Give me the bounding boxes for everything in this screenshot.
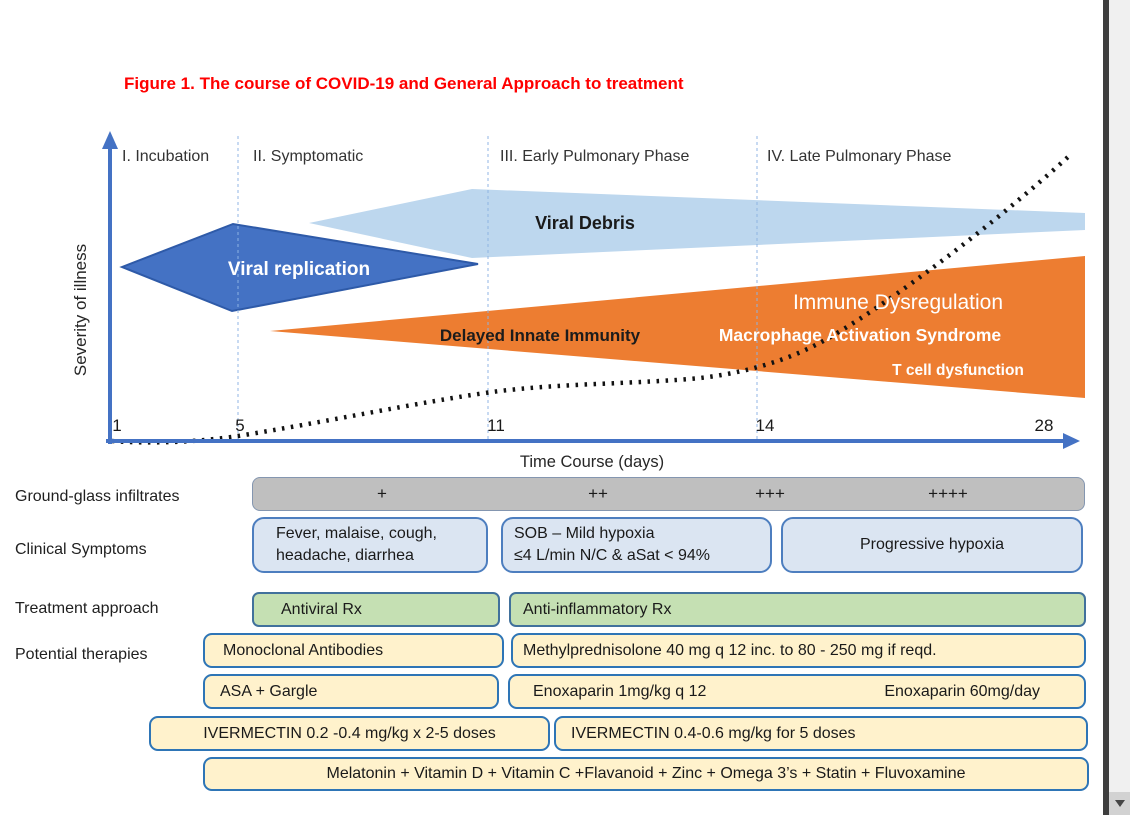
phase-label-symptomatic: II. Symptomatic <box>253 148 363 165</box>
clinical-box-early-pulmonary-line1: SOB – Mild hypoxia <box>514 524 655 542</box>
grade-plus-1: + <box>377 484 387 503</box>
treatment-box-antiviral: Antiviral Rx <box>252 592 500 627</box>
scrollbar-track[interactable] <box>1109 0 1130 815</box>
clinical-box-early-pulmonary: SOB – Mild hypoxia ≤4 L/min N/C & aSat <… <box>501 517 772 573</box>
phase-label-early-pulmonary: III. Early Pulmonary Phase <box>500 148 690 165</box>
ground-glass-grade-bar: + ++ +++ ++++ <box>252 477 1085 511</box>
supplements-text: Melatonin + Vitamin D + Vitamin C +Flava… <box>326 765 966 782</box>
therapy-box-supplements: Melatonin + Vitamin D + Vitamin C +Flava… <box>203 757 1089 791</box>
clinical-box-symptomatic: Fever, malaise, cough, headache, diarrhe… <box>252 517 488 573</box>
clinical-box-late-pulmonary: Progressive hypoxia <box>781 517 1083 573</box>
therapy-box-asa-gargle: ASA + Gargle <box>203 674 499 709</box>
x-axis-label: Time Course (days) <box>520 453 664 471</box>
viral-debris-label: Viral Debris <box>535 213 635 233</box>
grade-plus-3: +++ <box>755 484 785 503</box>
therapy-box-methylprednisolone: Methylprednisolone 40 mg q 12 inc. to 80… <box>511 633 1086 668</box>
therapy-box-monoclonal: Monoclonal Antibodies <box>203 633 504 668</box>
clinical-box-symptomatic-line1: Fever, malaise, cough, <box>276 524 437 542</box>
tick-day-5: 5 <box>235 416 244 435</box>
monoclonal-antibodies-text: Monoclonal Antibodies <box>223 641 384 659</box>
x-axis-arrow <box>1063 433 1080 449</box>
severity-curve <box>111 155 1070 445</box>
row-label-ground-glass: Ground-glass infiltrates <box>15 488 180 505</box>
phase-label-late-pulmonary: IV. Late Pulmonary Phase <box>767 148 952 165</box>
ivermectin-early-text: IVERMECTIN 0.2 -0.4 mg/kg x 2-5 doses <box>203 724 496 742</box>
scroll-down-icon <box>1114 800 1125 807</box>
grade-plus-4: ++++ <box>928 484 968 503</box>
scrollbar-down-button[interactable] <box>1109 792 1130 815</box>
row-label-potential-therapies: Potential therapies <box>15 646 148 663</box>
anti-inflammatory-rx-text: Anti-inflammatory Rx <box>523 600 672 618</box>
viral-debris-shape <box>309 189 1085 258</box>
clinical-box-symptomatic-line2: headache, diarrhea <box>276 547 414 564</box>
viral-replication-label: Viral replication <box>228 259 370 280</box>
clinical-box-early-pulmonary-line2: ≤4 L/min N/C & aSat < 94% <box>514 547 710 564</box>
row-label-treatment-approach: Treatment approach <box>15 600 159 617</box>
phase-label-incubation: I. Incubation <box>122 148 209 165</box>
severity-timeline-chart: Severity of illness Time Course (days) 1… <box>71 131 1085 471</box>
y-axis-arrow <box>102 131 118 149</box>
t-cell-dysfunction-label: T cell dysfunction <box>892 362 1024 379</box>
figure-title: Figure 1. The course of COVID-19 and Gen… <box>124 74 684 93</box>
antiviral-rx-text: Antiviral Rx <box>281 600 362 618</box>
macrophage-activation-label: Macrophage Activation Syndrome <box>719 325 1002 345</box>
therapy-box-enoxaparin: Enoxaparin 1mg/kg q 12 Enoxaparin 60mg/d… <box>508 674 1086 709</box>
enoxaparin-early-text: Enoxaparin 1mg/kg q 12 <box>533 682 707 700</box>
delayed-innate-immunity-label: Delayed Innate Immunity <box>440 326 641 345</box>
ivermectin-late-text: IVERMECTIN 0.4-0.6 mg/kg for 5 doses <box>571 724 856 742</box>
tick-day-28: 28 <box>1035 416 1054 435</box>
immune-dysregulation-label: Immune Dysregulation <box>793 291 1003 314</box>
row-label-clinical-symptoms: Clinical Symptoms <box>15 541 147 558</box>
tick-day-11: 11 <box>487 416 505 435</box>
therapy-box-ivermectin-early: IVERMECTIN 0.2 -0.4 mg/kg x 2-5 doses <box>149 716 550 751</box>
page-edge-line <box>1103 0 1109 815</box>
grade-plus-2: ++ <box>588 484 608 503</box>
immune-dysregulation-shape <box>270 256 1085 398</box>
tick-day-14: 14 <box>756 416 775 435</box>
clinical-box-late-pulmonary-text: Progressive hypoxia <box>859 535 1005 553</box>
viral-replication-shape <box>119 222 479 313</box>
therapy-box-ivermectin-late: IVERMECTIN 0.4-0.6 mg/kg for 5 doses <box>554 716 1088 751</box>
tick-day-1: 1 <box>112 416 121 435</box>
methylprednisolone-text: Methylprednisolone 40 mg q 12 inc. to 80… <box>523 641 937 659</box>
y-axis-label: Severity of illness <box>71 244 90 376</box>
enoxaparin-late-text: Enoxaparin 60mg/day <box>884 682 1040 700</box>
asa-gargle-text: ASA + Gargle <box>220 682 318 700</box>
treatment-box-anti-inflammatory: Anti-inflammatory Rx <box>509 592 1086 627</box>
